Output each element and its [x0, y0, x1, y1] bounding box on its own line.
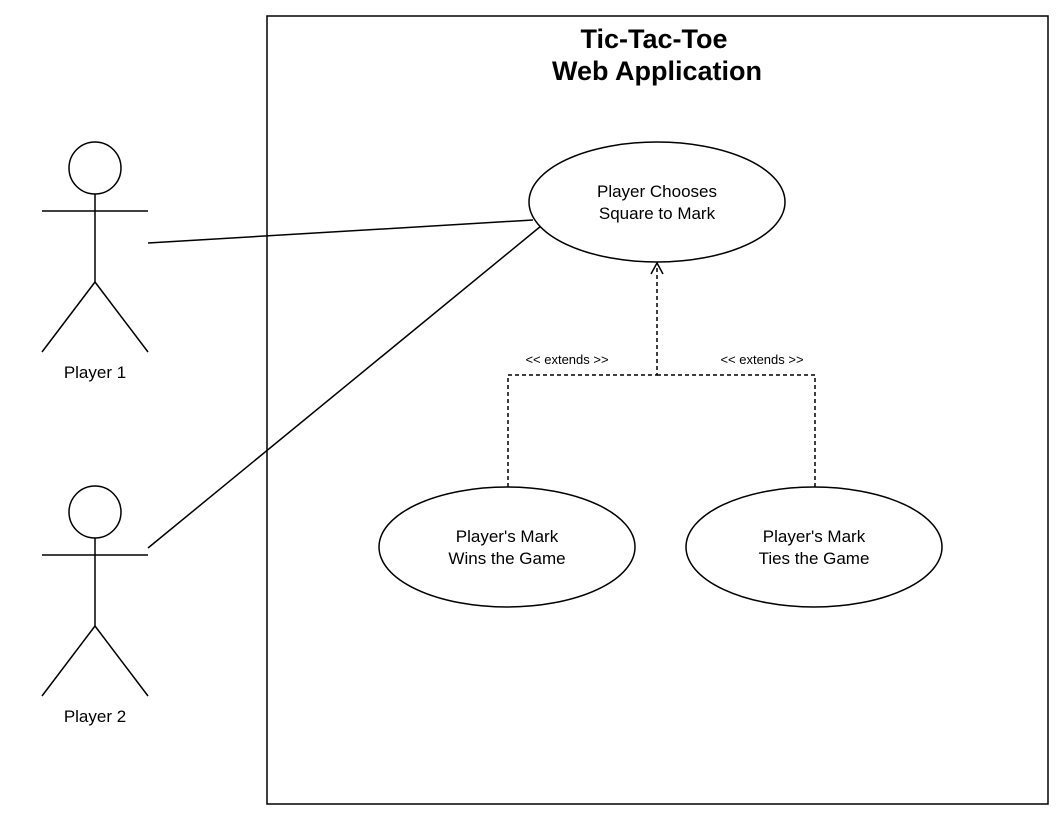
actor-player-1 — [41, 141, 149, 353]
use-case-choose-square-line2: Square to Mark — [599, 204, 716, 223]
actor-label-player-2: Player 2 — [64, 707, 126, 726]
actor-left-leg — [41, 281, 96, 353]
system-title-line1: Tic-Tac-Toe — [580, 24, 727, 54]
actor-head — [68, 485, 122, 539]
use-case-ties-game — [685, 486, 943, 608]
extend-arrowhead — [650, 261, 664, 275]
association-player2-choose-square — [147, 225, 542, 549]
use-case-wins-game-line2: Wins the Game — [448, 549, 565, 568]
actor-left-leg — [41, 625, 96, 697]
actor-player-2 — [41, 485, 149, 697]
system-title-line2: Web Application — [552, 56, 762, 86]
actor-right-leg — [94, 625, 149, 697]
actor-right-leg — [94, 281, 149, 353]
actor-label-player-1: Player 1 — [64, 363, 126, 382]
actor-head — [68, 141, 122, 195]
use-case-ties-game-line2: Ties the Game — [759, 549, 870, 568]
extend-connectors — [507, 266, 816, 487]
use-case-choose-square — [528, 141, 786, 263]
use-case-choose-square-line1: Player Chooses — [597, 182, 717, 201]
association-player1-choose-square — [147, 219, 534, 244]
extend-line-wins — [507, 266, 658, 487]
extend-line-ties — [657, 374, 816, 487]
extends-label-left: << extends >> — [525, 352, 608, 367]
system-boundary — [266, 15, 1049, 805]
extends-label-right: << extends >> — [720, 352, 803, 367]
use-case-wins-game — [378, 486, 636, 608]
use-case-wins-game-line1: Player's Mark — [456, 527, 559, 546]
use-case-ties-game-line1: Player's Mark — [763, 527, 866, 546]
